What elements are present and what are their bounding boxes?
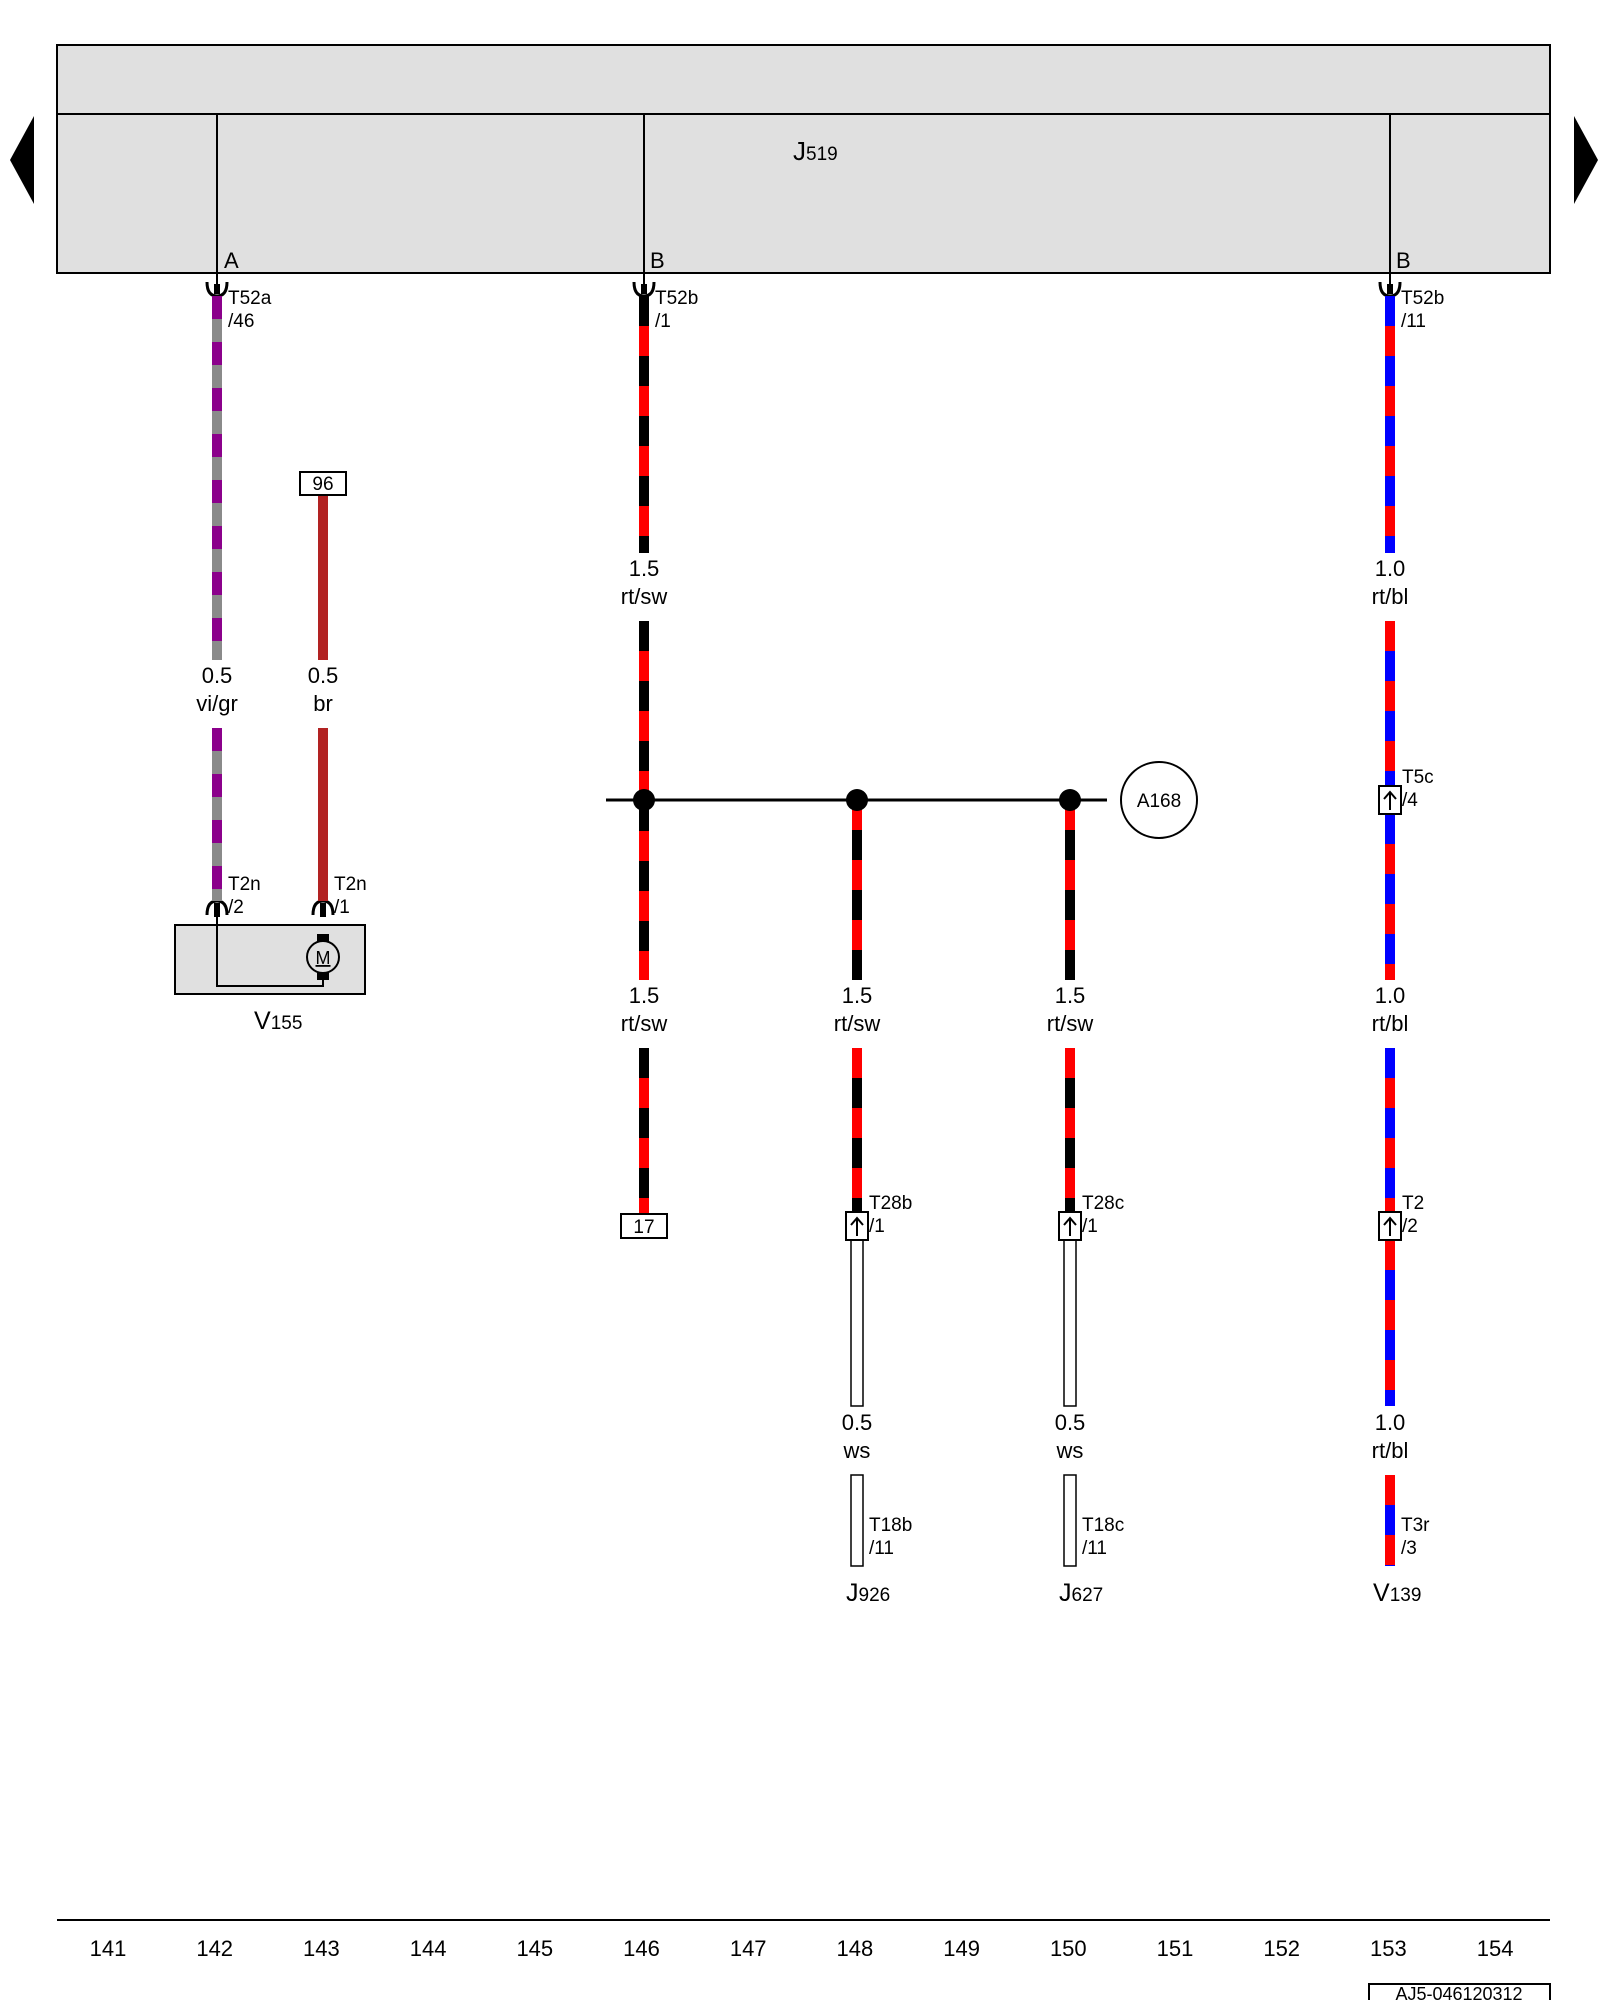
grid-number: 143 (303, 1936, 340, 1961)
connector-label-t28b-1: T28b/1 (869, 1193, 912, 1237)
grid-number: 149 (943, 1936, 980, 1961)
wire-rt-bl-153-d (1385, 1048, 1395, 1212)
grid-number: 151 (1157, 1936, 1194, 1961)
drawing-id-box (1368, 1983, 1551, 2000)
grid-number: 154 (1477, 1936, 1514, 1961)
ground-point-a168-circle (1120, 761, 1198, 839)
splice-node-148 (846, 789, 868, 811)
grid-number: 146 (623, 1936, 660, 1961)
pin-label-a: A (224, 248, 239, 273)
wire-vi-gr-142-lower (212, 728, 222, 901)
grid-number: 145 (516, 1936, 553, 1961)
connector-symbol-t2n-1 (311, 899, 335, 917)
wire-rt-sw-146-a (639, 296, 649, 553)
wire-vi-gr-142-upper (212, 296, 222, 660)
pin-label-b: B (650, 248, 665, 273)
control-unit-j519-box (56, 44, 1551, 274)
splice-node-146 (633, 789, 655, 811)
next-page-arrow-icon[interactable] (1574, 116, 1598, 204)
wire-rt-sw-148-a (852, 800, 862, 980)
drawing-id-label: AJ5-046120312 (1395, 1984, 1522, 2000)
component-label-v155: V155 (254, 1007, 302, 1035)
reference-17-label: 17 (633, 1217, 654, 1238)
grid-number: 152 (1263, 1936, 1300, 1961)
wire-br-143-upper (318, 495, 328, 660)
control-unit-label: J519 (793, 136, 838, 166)
wire-ws-148-a (850, 1239, 864, 1407)
grid-number: 141 (90, 1936, 127, 1961)
connector-label-t2-2: T2/2 (1402, 1193, 1424, 1237)
wire-rt-bl-153-b (1385, 621, 1395, 786)
connector-symbol-t52b-1 (632, 281, 656, 298)
previous-page-arrow-icon[interactable] (10, 116, 34, 204)
grid-number: 144 (410, 1936, 447, 1961)
pin-label-b-right: B (1396, 248, 1411, 273)
connector-label-t52a-46: T52a/46 (228, 288, 272, 332)
grid-number: 142 (196, 1936, 233, 1961)
connector-label-t18b-11: T18b/11 (869, 1515, 912, 1559)
component-label-j926: J926 (846, 1579, 890, 1607)
connector-label-t2n-1: T2n/1 (334, 874, 367, 918)
reference-box-96 (299, 471, 347, 496)
grid-number: 150 (1050, 1936, 1087, 1961)
wire-br-143-lower (318, 728, 328, 901)
connector-label-t52b-1: T52b/1 (655, 288, 698, 332)
component-label-v139: V139 (1373, 1579, 1421, 1607)
reference-96-label: 96 (312, 474, 333, 495)
splice-node-150 (1059, 789, 1081, 811)
wire-ws-150-b (1063, 1474, 1077, 1567)
inline-connector-t28c (1058, 1211, 1082, 1241)
connector-label-t3r-3: T3r/3 (1401, 1515, 1430, 1559)
reference-box-17 (620, 1213, 668, 1239)
wire-rt-bl-153-c (1385, 814, 1395, 980)
inline-connector-t2 (1378, 1211, 1402, 1241)
wire-rt-sw-146-c (639, 1048, 649, 1214)
connector-label-t18c-11: T18c/11 (1082, 1515, 1124, 1559)
connector-label-t52b-11: T52b/11 (1401, 288, 1444, 332)
component-label-j627: J627 (1059, 1579, 1103, 1607)
connector-symbol-t52b-11 (1378, 281, 1402, 298)
wire-rt-sw-150-a (1065, 800, 1075, 980)
grid-number: 148 (837, 1936, 874, 1961)
grid-numbers: 141 142 143 144 145 146 147 148 149 150 151 152 153 1… (90, 1936, 1514, 1961)
wire-layer (212, 296, 1395, 1567)
connector-symbol-t52a (205, 281, 229, 298)
wire-rt-sw-150-b (1065, 1048, 1075, 1212)
inline-connector-t5c (1378, 785, 1402, 815)
connector-symbol-t2n-2 (205, 899, 229, 917)
connector-label-t5c-4: T5c/4 (1402, 767, 1434, 811)
ground-point-a168-label: A168 (1137, 791, 1181, 812)
wire-rt-sw-148-b (852, 1048, 862, 1212)
motor-terminal (317, 934, 329, 942)
motor-m-icon: M (316, 948, 331, 968)
inline-connector-t28b (845, 1211, 869, 1241)
grid-number: 147 (730, 1936, 767, 1961)
wire-ws-150-a (1063, 1239, 1077, 1407)
connector-label-t28c-1: T28c/1 (1082, 1193, 1124, 1237)
wire-ws-148-b (850, 1474, 864, 1567)
wire-rt-bl-153-e (1385, 1240, 1395, 1406)
wire-rt-bl-153-a (1385, 296, 1395, 553)
wire-rt-bl-153-f (1385, 1475, 1395, 1566)
connector-label-t2n-2: T2n/2 (228, 874, 261, 918)
motor-terminal-bottom (317, 972, 329, 980)
grid-number: 153 (1370, 1936, 1407, 1961)
